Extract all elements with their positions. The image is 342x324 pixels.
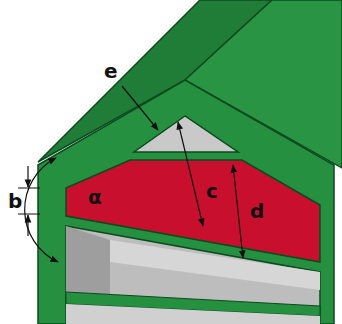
dimension-letter: d [250, 200, 264, 222]
angle-letter: α [88, 186, 102, 208]
dimension-letter: b [8, 190, 22, 212]
dimension-letter: c [206, 180, 218, 202]
dimension-letter: e [104, 60, 118, 82]
